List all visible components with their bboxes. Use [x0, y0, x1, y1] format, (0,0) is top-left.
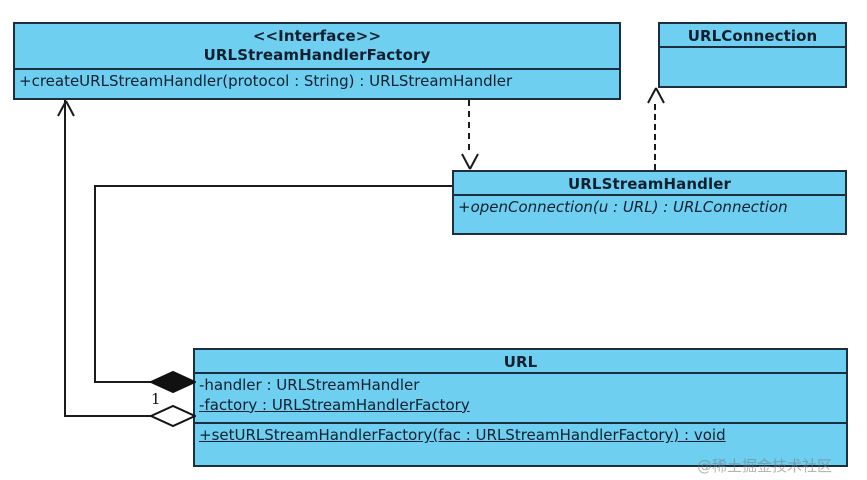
composition-filled-diamond-icon: [150, 370, 196, 394]
connector-dependency-handler-to-connection: [654, 104, 656, 170]
connector-composition-vertical: [94, 185, 96, 383]
operation-seturlstreamhandlerfactory: +setURLStreamHandlerFactory(fac : URLStr…: [199, 426, 726, 444]
class-operations-urlstreamhandlerfactory: +createURLStreamHandler(protocol : Strin…: [15, 70, 619, 94]
connector-composition-horizontal-lower: [94, 381, 164, 383]
connector-dependency-factory-to-handler: [468, 100, 470, 150]
class-name: URLConnection: [687, 27, 818, 45]
class-header-url: URL: [195, 350, 846, 372]
class-name: URLStreamHandlerFactory: [203, 45, 431, 64]
class-box-url[interactable]: URL -handler : URLStreamHandler -factory…: [193, 348, 848, 467]
multiplicity-label: 1: [151, 390, 161, 408]
class-attributes-url: -handler : URLStreamHandler -factory : U…: [195, 374, 846, 422]
connector-composition-horizontal-upper: [94, 185, 454, 187]
class-name: URLStreamHandler: [568, 175, 731, 193]
class-divider: [195, 372, 846, 374]
class-box-urlconnection[interactable]: URLConnection: [658, 22, 847, 88]
class-operations-urlstreamhandler: +openConnection(u : URL) : URLConnection: [454, 196, 845, 220]
class-stereotype: <<Interface>>: [252, 27, 382, 45]
operation-openconnection: +openConnection(u : URL) : URLConnection: [458, 198, 788, 216]
class-header-urlstreamhandler: URLStreamHandler: [454, 172, 845, 194]
class-divider: [660, 46, 845, 48]
aggregation-hollow-diamond-icon: [150, 404, 196, 428]
class-divider: [195, 422, 846, 424]
class-box-urlstreamhandler[interactable]: URLStreamHandler +openConnection(u : URL…: [452, 170, 847, 235]
class-divider: [454, 194, 845, 196]
connector-generalization-vertical: [64, 100, 66, 417]
class-header-urlconnection: URLConnection: [660, 24, 845, 46]
connector-generalization-horizontal: [64, 415, 158, 417]
operation-createurlstreamhandler: +createURLStreamHandler(protocol : Strin…: [19, 72, 513, 90]
watermark: @稀土掘金技术社区: [697, 457, 833, 475]
attribute-handler: -handler : URLStreamHandler: [199, 376, 420, 394]
class-divider: [15, 68, 619, 70]
class-body-urlconnection: [660, 48, 845, 86]
class-box-urlstreamhandlerfactory[interactable]: <<Interface>> URLStreamHandlerFactory +c…: [13, 22, 621, 100]
attribute-factory: -factory : URLStreamHandlerFactory: [199, 395, 470, 414]
class-name: URL: [503, 353, 538, 371]
class-header-urlstreamhandlerfactory: <<Interface>> URLStreamHandlerFactory: [15, 24, 619, 68]
class-operations-url: +setURLStreamHandlerFactory(fac : URLStr…: [195, 424, 846, 448]
